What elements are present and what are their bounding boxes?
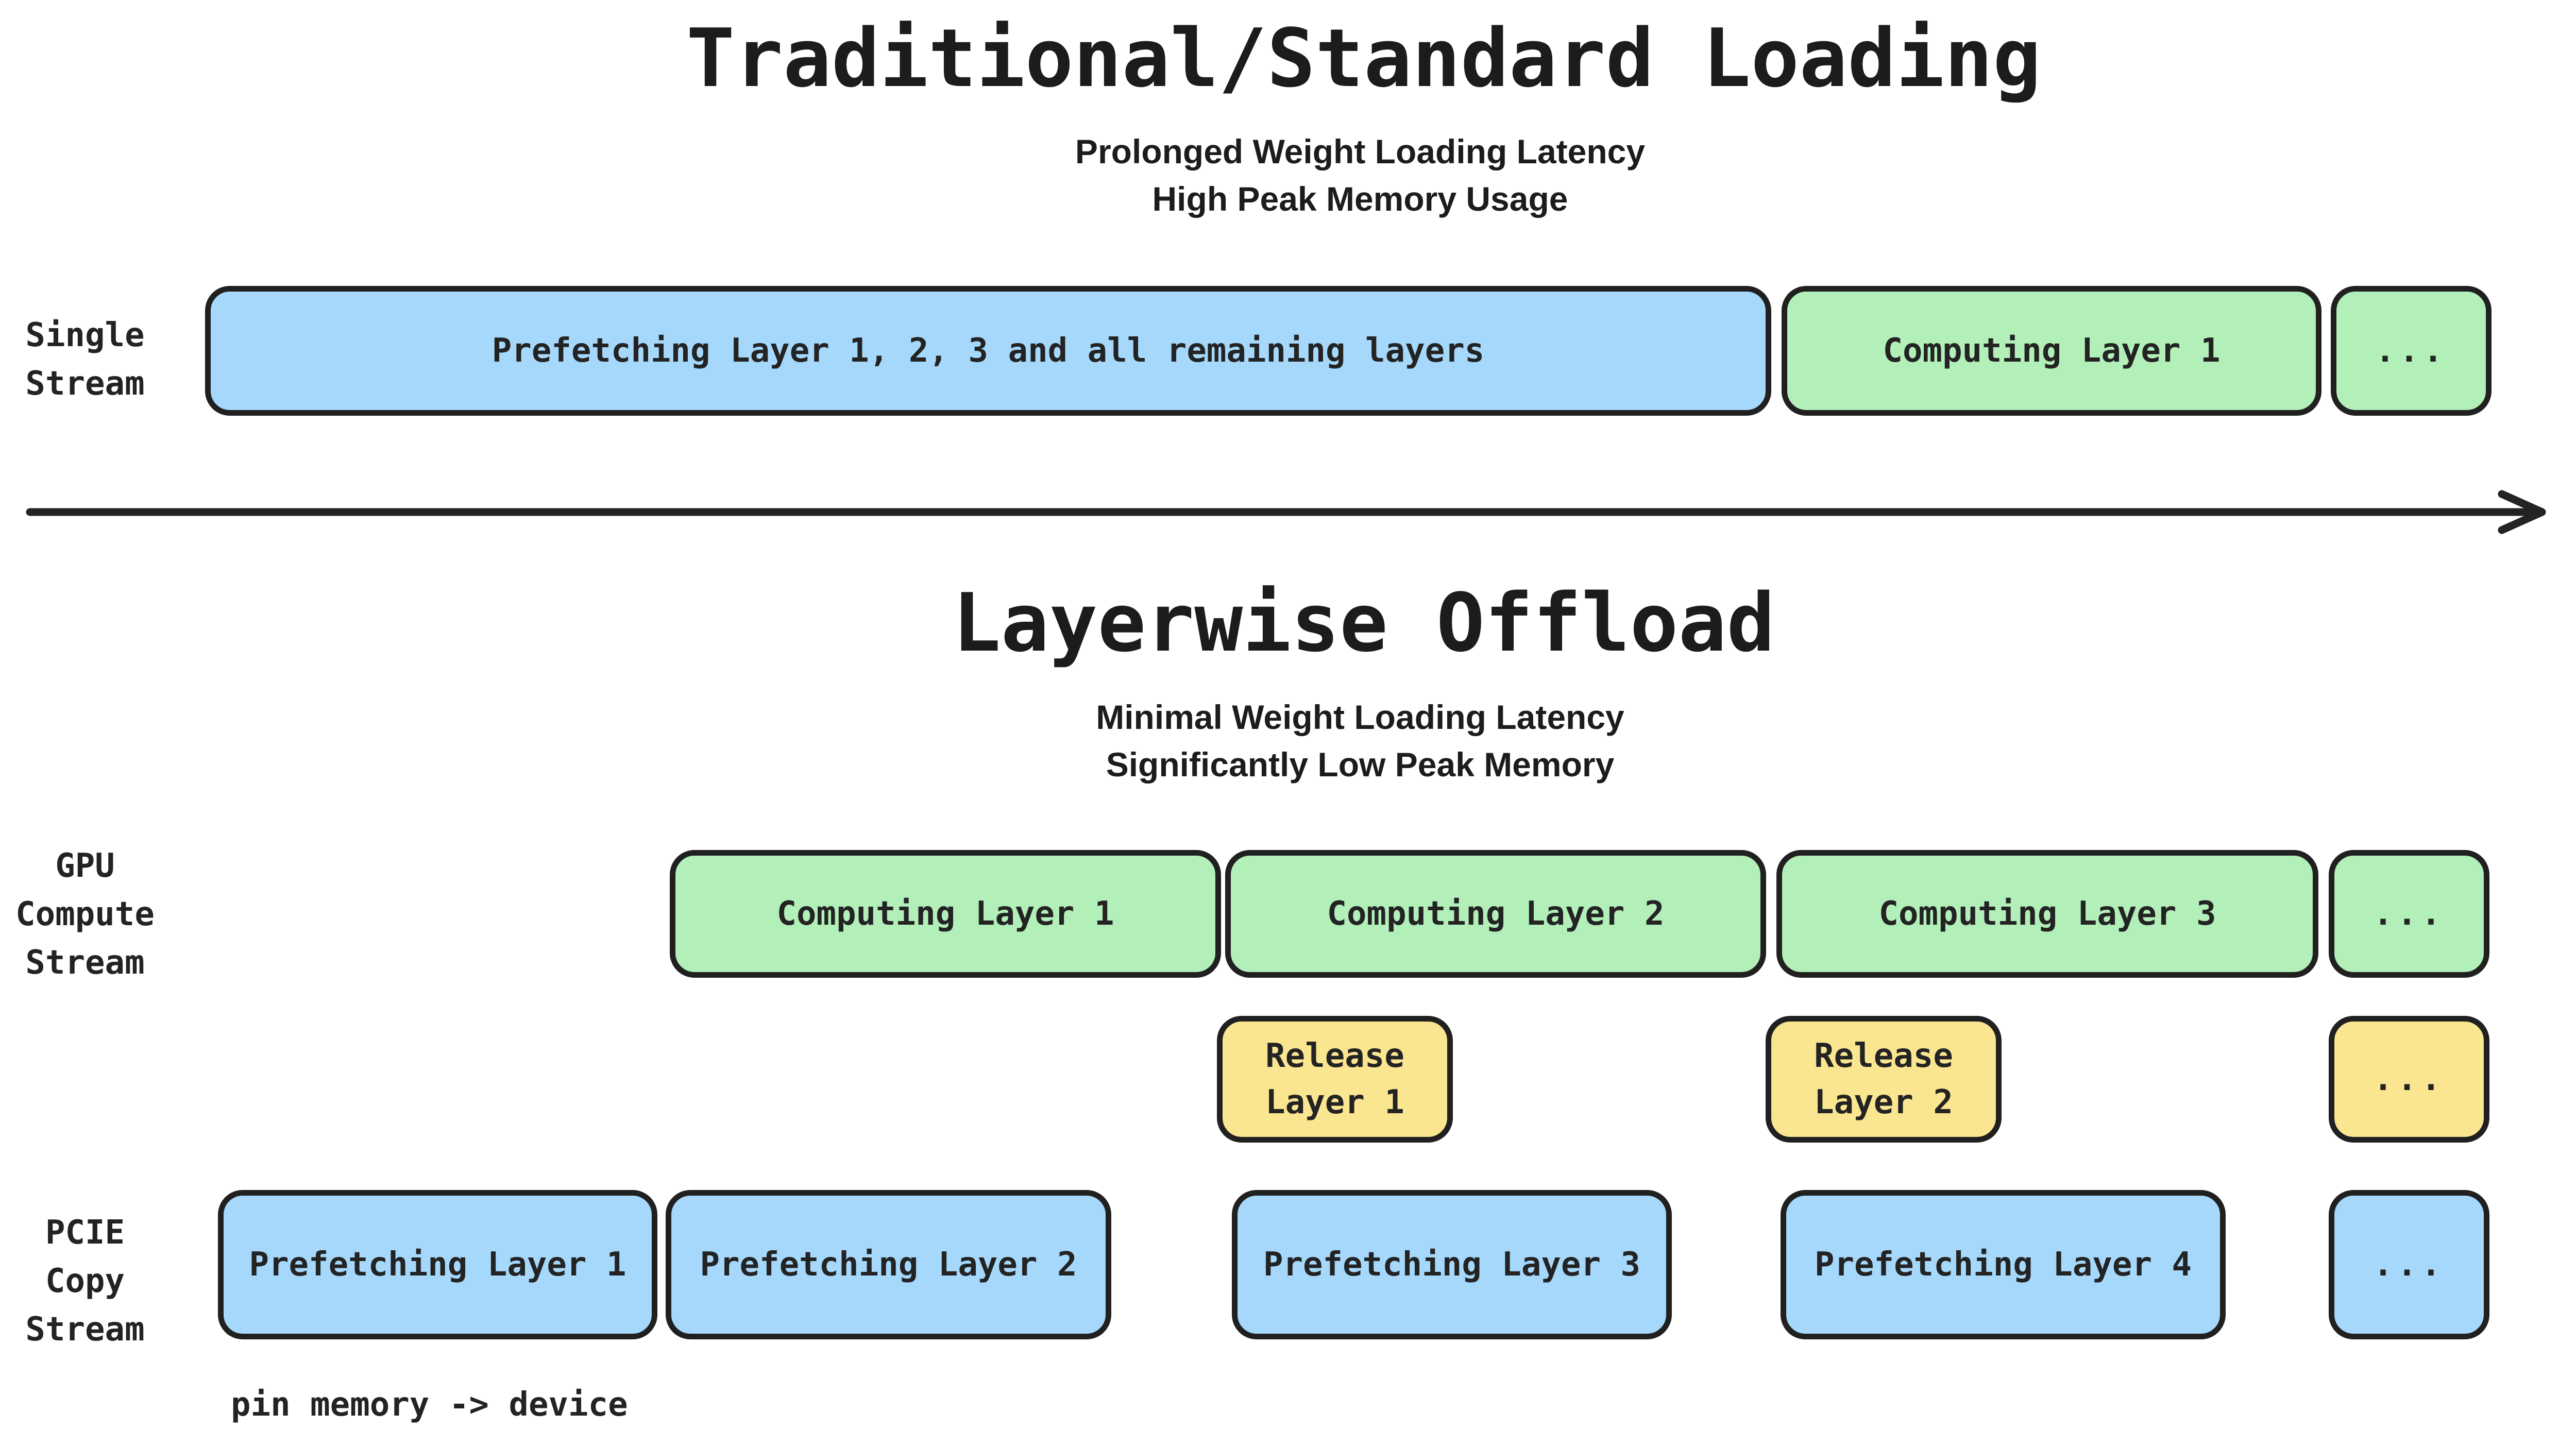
release-layer-2-line-1: Release: [1814, 1037, 1953, 1075]
traditional-title: Traditional/Standard Loading: [686, 11, 2041, 105]
pcie-copy-stream-label: PCIE Copy Stream: [0, 1209, 170, 1354]
prefetch-all-layers-label: Prefetching Layer 1, 2, 3 and all remain…: [492, 332, 1485, 370]
layerwise-subtitle: Minimal Weight Loading Latency Significa…: [1096, 693, 1624, 788]
prefetching-layer-2-box: Prefetching Layer 2: [666, 1190, 1111, 1339]
single-stream-label: Single Stream: [0, 311, 170, 408]
prefetch-all-layers-box: Prefetching Layer 1, 2, 3 and all remain…: [205, 286, 1771, 416]
single-stream-label-line-1: Single: [25, 316, 145, 354]
prefetching-layer-3-box: Prefetching Layer 3: [1232, 1190, 1672, 1339]
layerwise-title: Layerwise Offload: [952, 576, 1775, 670]
release-layer-2-box: Release Layer 2: [1766, 1016, 2002, 1143]
release-layer-1-line-1: Release: [1265, 1037, 1404, 1075]
pcie-label-line-3: Stream: [25, 1311, 145, 1349]
traditional-subtitle-line-1: Prolonged Weight Loading Latency: [1075, 132, 1646, 171]
pcie-ellipsis-label: ...: [2373, 1246, 2445, 1284]
prefetching-layer-3-label: Prefetching Layer 3: [1263, 1246, 1641, 1284]
single-computing-layer-1-label: Computing Layer 1: [1883, 332, 2221, 370]
release-ellipsis-box: ...: [2329, 1016, 2489, 1143]
release-layer-2-line-2: Layer 2: [1814, 1083, 1953, 1121]
prefetching-layer-4-label: Prefetching Layer 4: [1814, 1246, 2192, 1284]
computing-layer-1-box: Computing Layer 1: [670, 850, 1221, 978]
prefetching-layer-1-box: Prefetching Layer 1: [218, 1190, 657, 1339]
gpu-label-line-3: Stream: [25, 944, 145, 982]
release-layer-1-box: Release Layer 1: [1217, 1016, 1453, 1143]
single-stream-label-line-2: Stream: [25, 365, 145, 403]
single-ellipsis-label: ...: [2375, 332, 2447, 370]
computing-layer-3-label: Computing Layer 3: [1878, 895, 2216, 933]
gpu-label-line-2: Compute: [15, 895, 155, 933]
pcie-label-line-1: PCIE: [45, 1214, 125, 1252]
computing-layer-1-label: Computing Layer 1: [776, 895, 1114, 933]
computing-layer-2-box: Computing Layer 2: [1225, 850, 1766, 978]
gpu-label-line-1: GPU: [55, 847, 115, 885]
gpu-ellipsis-label: ...: [2373, 895, 2445, 933]
gpu-compute-stream-label: GPU Compute Stream: [0, 842, 170, 987]
layerwise-subtitle-line-2: Significantly Low Peak Memory: [1106, 745, 1615, 784]
single-ellipsis-box: ...: [2331, 286, 2492, 416]
release-ellipsis-label: ...: [2373, 1060, 2445, 1098]
single-computing-layer-1-box: Computing Layer 1: [1782, 286, 2321, 416]
timeline-arrow: [26, 490, 2546, 534]
prefetching-layer-4-box: Prefetching Layer 4: [1781, 1190, 2226, 1339]
prefetching-layer-2-label: Prefetching Layer 2: [700, 1246, 1077, 1284]
layerwise-subtitle-line-1: Minimal Weight Loading Latency: [1096, 698, 1624, 736]
traditional-subtitle: Prolonged Weight Loading Latency High Pe…: [1075, 128, 1645, 223]
traditional-subtitle-line-2: High Peak Memory Usage: [1152, 180, 1568, 218]
gpu-ellipsis-box: ...: [2329, 850, 2489, 978]
pcie-label-line-2: Copy: [45, 1262, 125, 1300]
computing-layer-2-label: Computing Layer 2: [1327, 895, 1665, 933]
pin-memory-note: pin memory -> device: [231, 1386, 628, 1424]
computing-layer-3-box: Computing Layer 3: [1776, 850, 2318, 978]
pcie-ellipsis-box: ...: [2329, 1190, 2489, 1339]
release-layer-1-line-2: Layer 1: [1265, 1083, 1404, 1121]
prefetching-layer-1-label: Prefetching Layer 1: [249, 1246, 626, 1284]
